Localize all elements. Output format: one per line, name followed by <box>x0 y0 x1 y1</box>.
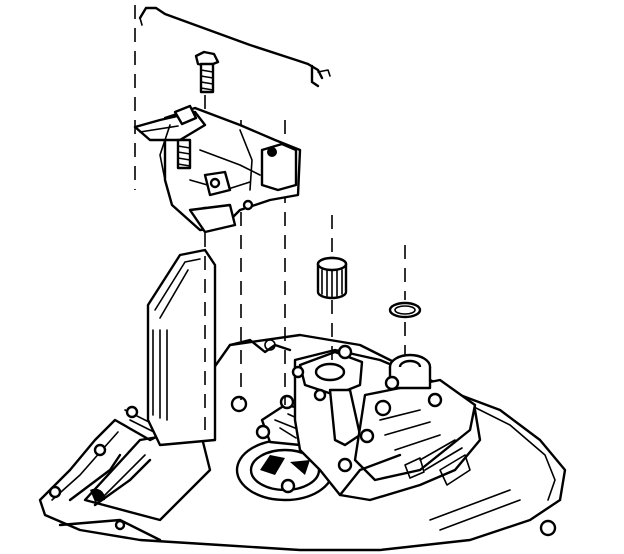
transaxle-case <box>38 248 567 552</box>
detent-spring-rod <box>138 6 331 88</box>
o-ring-seal <box>388 301 422 319</box>
shift-bracket-assembly <box>133 104 302 234</box>
valve-body-plate <box>279 344 482 502</box>
mounting-bolt <box>194 50 220 94</box>
roller-bearing <box>316 256 348 300</box>
